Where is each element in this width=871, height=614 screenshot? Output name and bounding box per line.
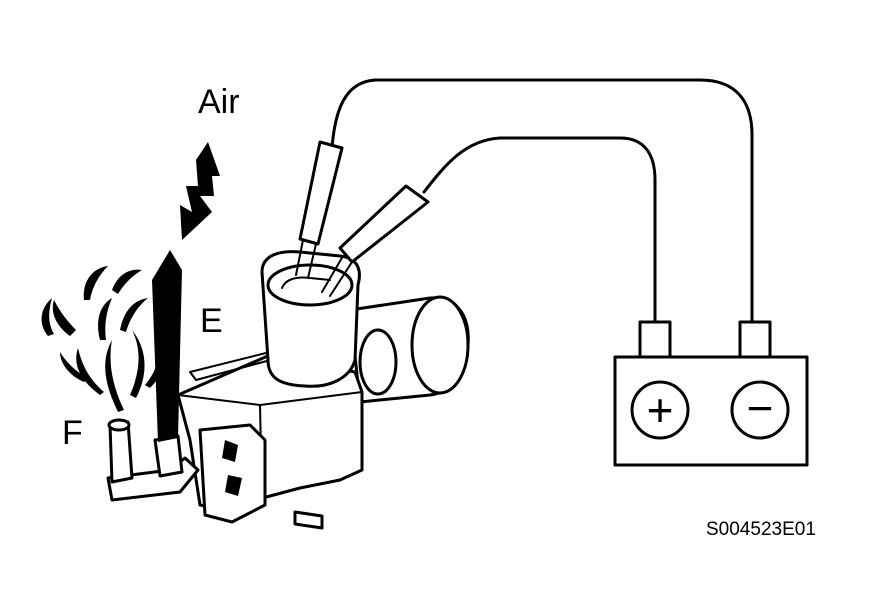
positive-symbol: + (647, 384, 674, 436)
battery-negative-terminal (730, 380, 790, 440)
air-label: Air (198, 83, 240, 121)
valve-ports (106, 250, 200, 502)
hose-e (152, 250, 182, 442)
solenoid-coil (348, 295, 470, 404)
battery-positive-terminal (630, 380, 690, 440)
air-flow-arrow-icon (180, 142, 220, 240)
figure-code: S004523E01 (706, 519, 816, 540)
test-leads (330, 78, 754, 324)
air-burst-icon (41, 266, 165, 412)
vsv-valve-icon (176, 250, 364, 530)
test-probes (295, 140, 430, 297)
negative-symbol: − (747, 382, 774, 434)
port-f-label: F (62, 414, 83, 452)
port-e-label: E (200, 302, 223, 340)
battery-icon: + − (613, 320, 809, 467)
